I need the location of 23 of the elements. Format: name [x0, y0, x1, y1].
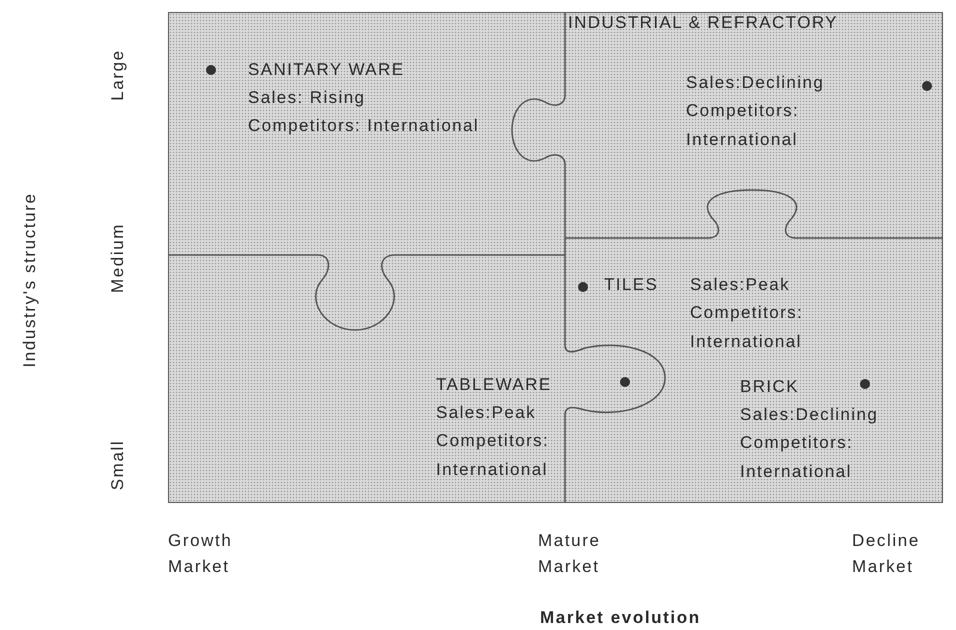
category-heading: BRICK — [740, 376, 799, 398]
competitors-text: Competitors: International — [436, 430, 550, 481]
axis-label: Large — [107, 49, 128, 101]
axis-label: Mature Market — [538, 530, 602, 578]
competitors-text: Competitors: International — [686, 100, 800, 151]
competitors-text: Competitors: International — [248, 115, 480, 137]
axis-label: Small — [107, 440, 128, 490]
sales-text: Sales: Rising — [248, 87, 366, 109]
axis-label: Market evolution — [540, 607, 701, 629]
axis-label: Industry's structure — [19, 192, 40, 368]
competitors-text: Competitors: International — [740, 432, 854, 483]
sales-text: Sales:Peak — [436, 402, 536, 424]
sales-text: Sales:Declining — [686, 72, 824, 94]
category-heading: TILES — [604, 274, 658, 296]
sales-text: Sales:Declining — [740, 404, 878, 426]
axis-label: Growth Market — [168, 530, 234, 578]
category-heading: TABLEWARE — [436, 374, 552, 396]
axis-label: Decline Market — [852, 530, 921, 578]
sales-text: Sales:Peak — [690, 274, 790, 296]
competitors-text: Competitors: International — [690, 302, 804, 353]
category-heading: SANITARY WARE — [248, 59, 404, 81]
category-heading: INDUSTRIAL & REFRACTORY — [568, 12, 838, 34]
axis-label: Medium — [107, 222, 128, 294]
